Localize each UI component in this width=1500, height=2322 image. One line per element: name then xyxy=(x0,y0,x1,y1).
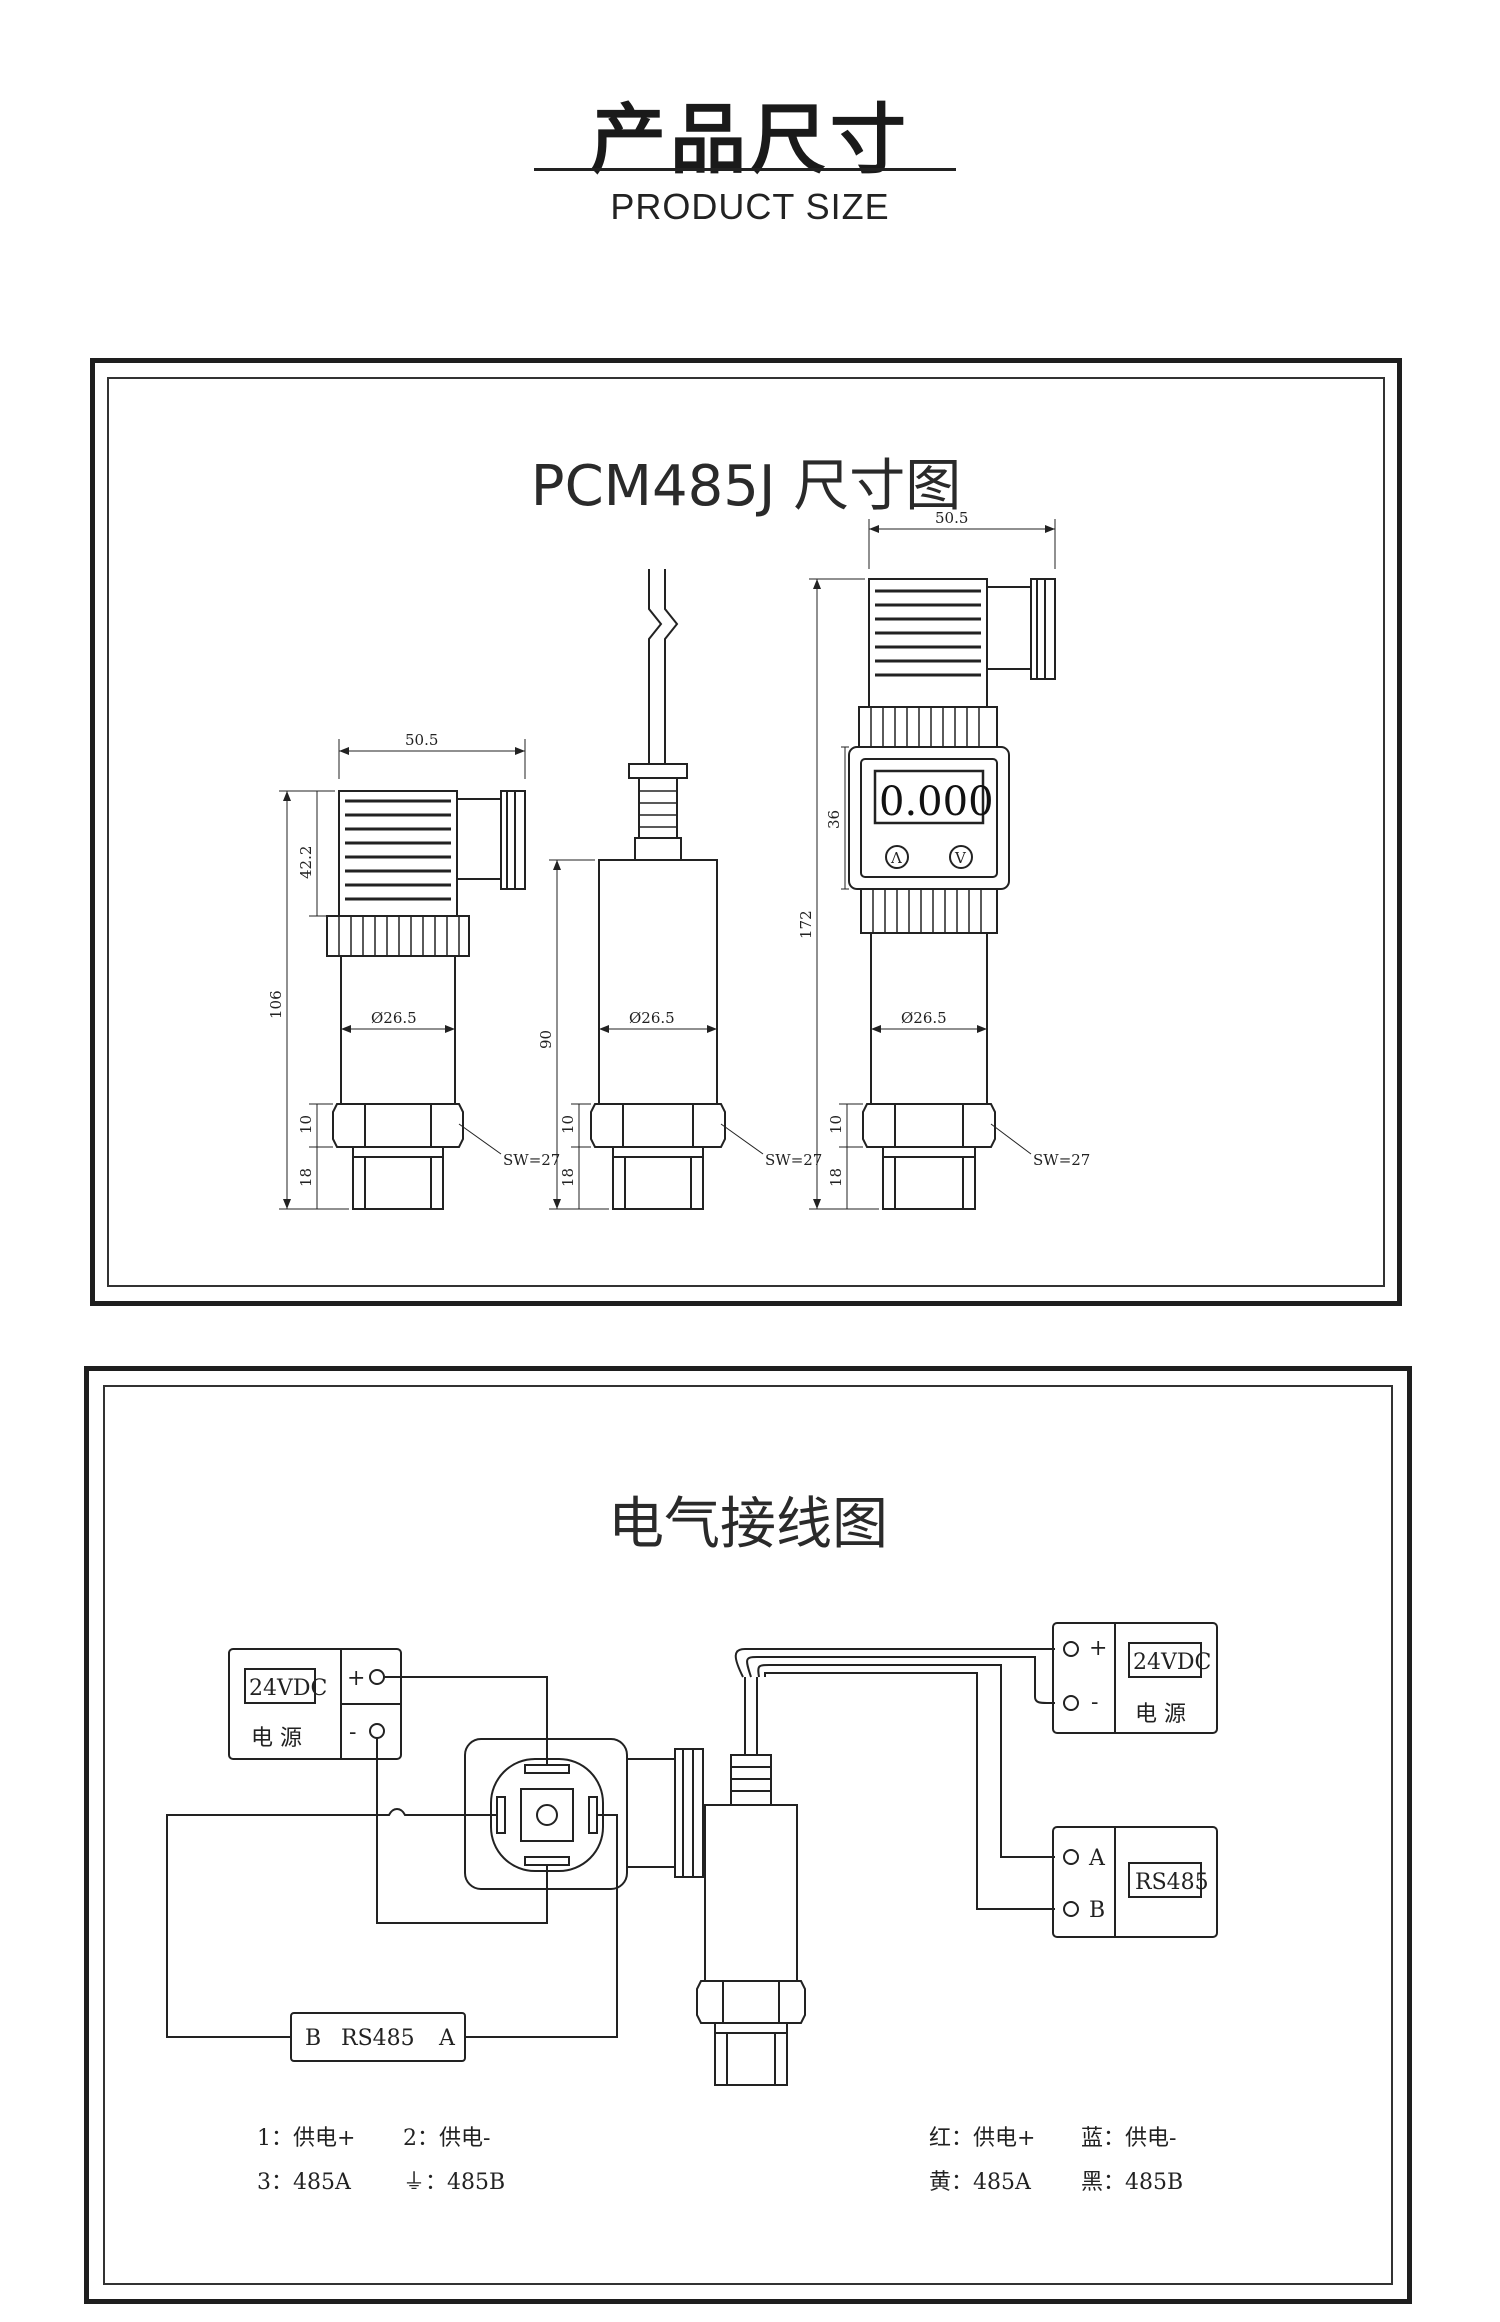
right-diameter: Ø26.5 xyxy=(901,1009,947,1027)
left-height-total: 106 xyxy=(267,990,285,1019)
right-minus-terminal: - xyxy=(1091,1690,1098,1715)
right-power-sub: 电 源 xyxy=(1135,1702,1186,1727)
wiring-panel-title: 电气接线图 xyxy=(608,1492,888,1557)
title-underline xyxy=(534,168,956,171)
wiring-diagrams: 24VDC 电 源 + - B RS485 A 1：供电+ 2：供电- 3：48… xyxy=(166,1622,1218,2195)
right-term-a: A xyxy=(1088,1846,1106,1871)
right-legend-2: 蓝：供电- xyxy=(1081,2126,1176,2151)
left-drawing xyxy=(279,739,526,1210)
display-readout: 0.000 xyxy=(879,779,994,825)
right-legend-4: 黑：485B xyxy=(1081,2170,1183,2195)
right-rs485-label: RS485 xyxy=(1135,1870,1209,1895)
middle-diameter: Ø26.5 xyxy=(629,1009,675,1027)
left-connector-height: 42.2 xyxy=(297,846,315,879)
middle-thread-height: 18 xyxy=(559,1168,577,1187)
left-rs485-a: A xyxy=(438,2026,456,2051)
left-power-sub: 电 源 xyxy=(251,1726,302,1751)
right-legend-1: 红：供电+ xyxy=(929,2126,1035,2151)
page-title: 产品尺寸 xyxy=(590,95,910,184)
page-subtitle: PRODUCT SIZE xyxy=(610,186,890,227)
left-legend-1: 1：供电+ xyxy=(257,2126,355,2151)
left-diameter: Ø26.5 xyxy=(371,1009,417,1027)
left-legend-4: ⏚：485B xyxy=(403,2170,505,2195)
left-legend-3: 3：485A xyxy=(257,2170,352,2195)
right-display-height: 36 xyxy=(825,810,843,829)
left-minus-terminal: - xyxy=(349,1720,356,1745)
right-height-total: 172 xyxy=(797,910,815,939)
left-wrench: SW=27 xyxy=(503,1151,560,1169)
left-thread-height: 18 xyxy=(297,1168,315,1187)
left-hex-height: 10 xyxy=(297,1115,315,1134)
wiring-panel: 电气接线图 xyxy=(84,1366,1412,2304)
left-rs485-b: B xyxy=(305,2026,321,2051)
right-drawing xyxy=(809,519,1056,1210)
right-top-width: 50.5 xyxy=(935,509,968,527)
wiring-panel-frame: 电气接线图 xyxy=(103,1385,1393,2285)
middle-height: 90 xyxy=(537,1030,555,1049)
right-power-label: 24VDC xyxy=(1133,1650,1211,1675)
right-legend-3: 黄：485A xyxy=(929,2170,1032,2195)
right-term-b: B xyxy=(1089,1898,1105,1923)
middle-wrench: SW=27 xyxy=(765,1151,822,1169)
middle-drawing xyxy=(549,569,764,1210)
left-top-width: 50.5 xyxy=(405,731,438,749)
left-rs485-label: RS485 xyxy=(341,2026,415,2051)
left-legend-2: 2：供电- xyxy=(403,2126,490,2151)
right-thread-height: 18 xyxy=(827,1168,845,1187)
dimension-panel-frame: PCM485J 尺寸图 xyxy=(107,377,1385,1287)
middle-hex-height: 10 xyxy=(559,1115,577,1134)
left-power-label: 24VDC xyxy=(249,1676,327,1701)
dimension-panel: PCM485J 尺寸图 xyxy=(90,358,1402,1306)
right-wrench: SW=27 xyxy=(1033,1151,1090,1169)
dimension-panel-title: PCM485J 尺寸图 xyxy=(530,454,962,519)
display-up-button-icon: Λ xyxy=(890,849,902,867)
display-down-button-icon: V xyxy=(954,849,967,867)
left-plus-terminal: + xyxy=(347,1666,365,1691)
right-plus-terminal: + xyxy=(1089,1636,1107,1661)
right-hex-height: 10 xyxy=(827,1115,845,1134)
dimension-drawings: 50.5 106 42.2 Ø26.5 10 18 SW=27 90 Ø26.5… xyxy=(267,509,1090,1210)
